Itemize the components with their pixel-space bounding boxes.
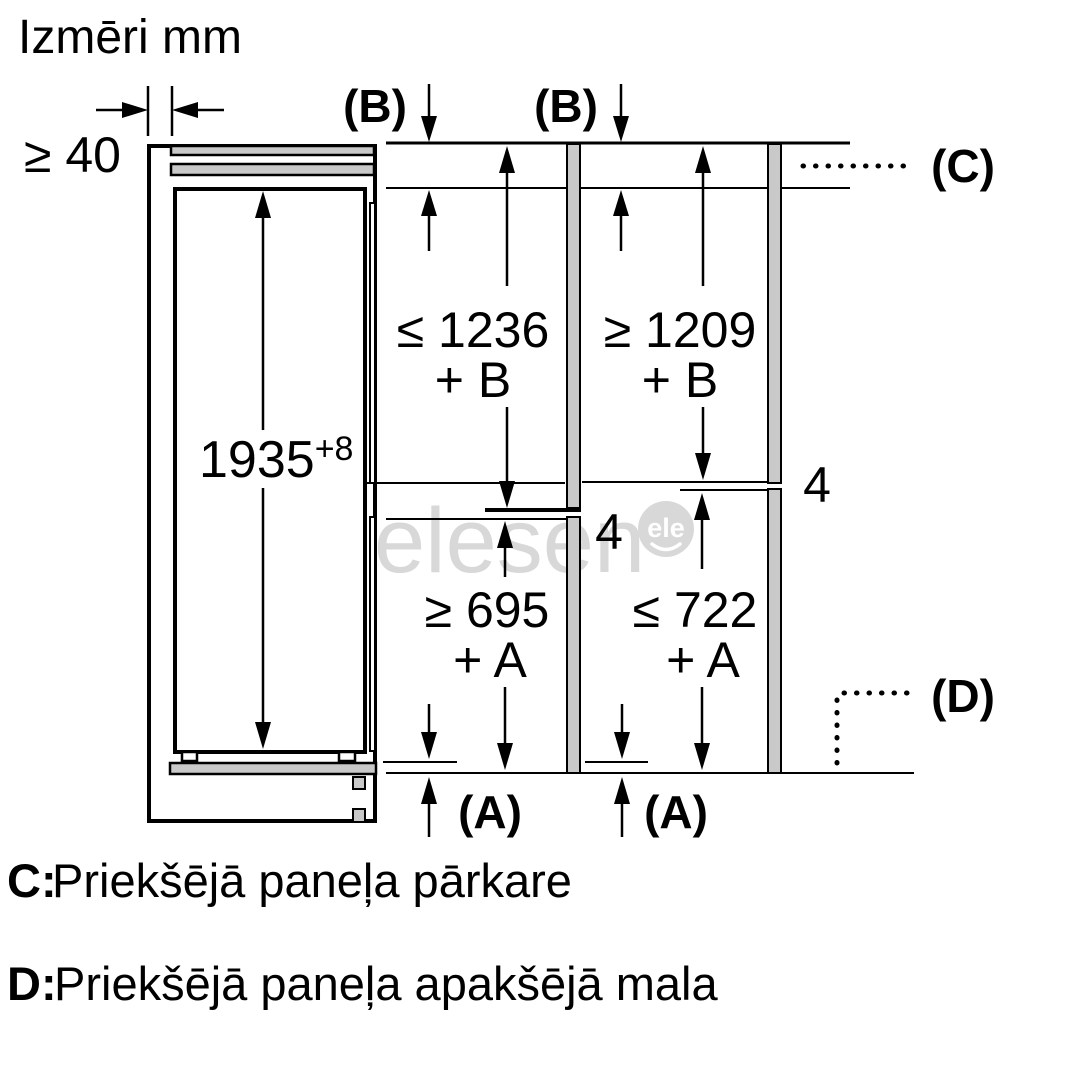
niche-height-up-head bbox=[255, 191, 271, 218]
label-niche-height: 1935+8 bbox=[199, 430, 353, 489]
label-b2: (B) bbox=[534, 80, 598, 132]
legend-line-d: D:Priekšējā paneļa apakšējā mala bbox=[7, 957, 718, 1010]
label-b1: (B) bbox=[343, 80, 407, 132]
page-title: Izmēri mm bbox=[18, 11, 242, 64]
cabinet-drawing bbox=[147, 144, 378, 823]
appliance-foot-right bbox=[337, 750, 357, 763]
dim1209-up-head bbox=[695, 146, 711, 173]
top-vent-strip-2 bbox=[169, 162, 376, 177]
watermark: elesen ele bbox=[374, 490, 694, 592]
dim1236-up-head bbox=[499, 146, 515, 173]
reference-lines bbox=[366, 141, 914, 774]
b1-up-arrow-head bbox=[421, 190, 437, 216]
legend-c-text: Priekšējā paneļa pārkare bbox=[52, 854, 572, 907]
niche-height-down-head bbox=[255, 722, 271, 749]
panel-bar-right-upper bbox=[767, 143, 782, 484]
label-a2: (A) bbox=[644, 786, 708, 838]
panel-bar-right-lower bbox=[767, 488, 782, 774]
label-upper-door-max-suffix: + B bbox=[435, 352, 511, 408]
dotted-leaders bbox=[800, 163, 913, 773]
a2-down-arrow-head bbox=[614, 732, 630, 759]
legend-d-text: Priekšējā paneļa apakšējā mala bbox=[54, 957, 718, 1010]
label-lower-door-max-suffix: + A bbox=[666, 632, 740, 688]
dim1209-down-head bbox=[695, 453, 711, 480]
label-lower-door-max: ≤ 722 bbox=[633, 582, 758, 638]
plinth-block-2 bbox=[352, 808, 366, 823]
dimension-arrows bbox=[96, 84, 711, 837]
label-gap-mid-right: 4 bbox=[803, 457, 831, 513]
dim695-up-head bbox=[497, 521, 513, 548]
panel-bar-left-lower bbox=[566, 516, 581, 774]
legend-d-key: D: bbox=[7, 957, 57, 1010]
labels: Izmēri mm ≥ 40 (B) (B) (C) (D) 1935+8 ≤ … bbox=[7, 11, 995, 1010]
label-lower-door-min: ≥ 695 bbox=[425, 582, 550, 638]
dim695-down-head bbox=[497, 743, 513, 770]
gap40-arrow-right-head bbox=[122, 102, 148, 118]
legend-line-c: C:Priekšējā paneļa pārkare bbox=[7, 854, 572, 907]
gap40-arrow-left-head bbox=[172, 102, 198, 118]
b2-down-arrow-head bbox=[613, 116, 629, 142]
label-min-wall-gap: ≥ 40 bbox=[24, 127, 121, 183]
dim1236-down-head bbox=[499, 481, 515, 508]
watermark-badge-text: ele bbox=[647, 513, 685, 543]
appliance-body bbox=[173, 187, 367, 754]
watermark-smile-icon bbox=[650, 542, 682, 552]
front-panel-upper-edge bbox=[369, 202, 376, 484]
label-a1: (A) bbox=[458, 786, 522, 838]
label-d: (D) bbox=[931, 670, 995, 722]
dim722-down-head bbox=[694, 743, 710, 770]
niche-height-value: 1935 bbox=[199, 431, 315, 489]
plinth-block-1 bbox=[352, 776, 366, 790]
panel-bar-left-upper bbox=[566, 143, 581, 509]
niche-height-tolerance: +8 bbox=[315, 430, 354, 468]
label-lower-door-min-suffix: + A bbox=[453, 632, 527, 688]
legend-c-key: C: bbox=[7, 854, 57, 907]
a1-down-arrow-head bbox=[421, 732, 437, 759]
appliance-foot-left bbox=[180, 750, 199, 763]
top-vent-strip-1 bbox=[169, 144, 376, 157]
label-upper-door-min: ≥ 1209 bbox=[604, 302, 757, 358]
base-panel bbox=[168, 761, 378, 776]
a1-up-arrow-head bbox=[421, 777, 437, 804]
label-gap-mid-left: 4 bbox=[595, 504, 623, 560]
b2-up-arrow-head bbox=[613, 190, 629, 216]
b1-down-arrow-head bbox=[421, 116, 437, 142]
label-c: (C) bbox=[931, 140, 995, 192]
front-panel-lower-edge bbox=[369, 516, 376, 752]
a2-up-arrow-head bbox=[614, 777, 630, 804]
label-upper-door-min-suffix: + B bbox=[642, 352, 718, 408]
label-upper-door-max: ≤ 1236 bbox=[397, 302, 550, 358]
front-panels bbox=[566, 143, 782, 774]
dim722-up-head bbox=[694, 493, 710, 520]
